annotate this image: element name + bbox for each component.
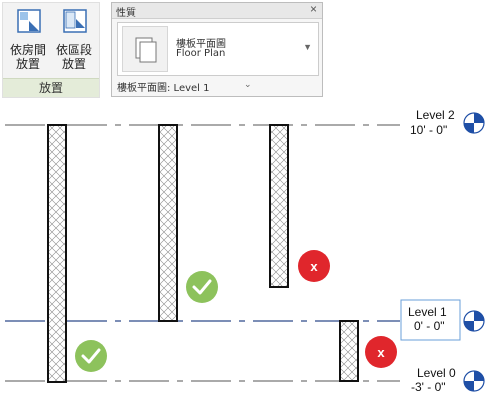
level-0-elevation[interactable]: -3' - 0" (411, 380, 446, 394)
type-thumbnail (122, 26, 168, 72)
chevron-down-icon[interactable]: ▼ (303, 42, 312, 52)
close-icon[interactable]: × (309, 2, 317, 16)
properties-title-bar: 性質 × (112, 2, 322, 19)
place-by-segment-label-1: 依區段 (55, 43, 92, 57)
check-icon (192, 279, 212, 295)
valid-marker (75, 340, 107, 372)
level-1-selection-box (400, 299, 461, 341)
level-0-name[interactable]: Level 0 (417, 366, 456, 380)
type-selector[interactable]: 樓板平面圖 Floor Plan ▼ (117, 22, 319, 76)
level-head-icon[interactable] (463, 370, 485, 392)
place-by-room-label-1: 依房間 (9, 43, 46, 57)
floor-plan-icon (135, 37, 157, 63)
segment-place-icon (63, 9, 87, 33)
place-by-room-label-2: 放置 (15, 57, 40, 71)
properties-title: 性質 (116, 8, 136, 19)
type-name-line1: 樓板平面圖 (176, 39, 226, 50)
level-head-icon[interactable] (463, 112, 485, 134)
valid-marker (186, 271, 218, 303)
x-icon: x (310, 259, 318, 274)
invalid-marker: x (298, 250, 330, 282)
place-by-segment-button[interactable]: 依區段 放置 (53, 7, 95, 71)
type-name-line2: Floor Plan (176, 48, 226, 59)
column-2[interactable] (158, 124, 178, 322)
invalid-marker: x (365, 336, 397, 368)
properties-palette: 性質 × 樓板平面圖 Floor Plan ▼ 樓板平面圖: Level 1 ⌄ (111, 2, 323, 97)
ribbon-group-label: 放置 (3, 78, 99, 97)
check-icon (81, 348, 101, 364)
chevron-down-icon[interactable]: ⌄ (244, 79, 252, 89)
instance-filter-dropdown[interactable]: 樓板平面圖: Level 1 (117, 83, 210, 94)
level-2-name[interactable]: Level 2 (416, 108, 455, 122)
ribbon-panel-place: 依房間 放置 依區段 放置 放置 (2, 2, 100, 98)
level-2-elevation[interactable]: 10' - 0" (410, 123, 448, 137)
room-place-icon (17, 9, 41, 33)
column-4[interactable] (339, 320, 359, 382)
column-3[interactable] (269, 124, 289, 288)
level-1-elevation[interactable]: 0' - 0" (414, 319, 445, 333)
place-by-segment-label-2: 放置 (61, 57, 86, 71)
x-icon: x (377, 345, 385, 360)
level-1-name[interactable]: Level 1 (408, 305, 447, 319)
level-head-icon[interactable] (463, 310, 485, 332)
column-1[interactable] (47, 124, 67, 383)
elevation-view: x x (5, 112, 485, 392)
place-by-room-button[interactable]: 依房間 放置 (7, 7, 49, 71)
